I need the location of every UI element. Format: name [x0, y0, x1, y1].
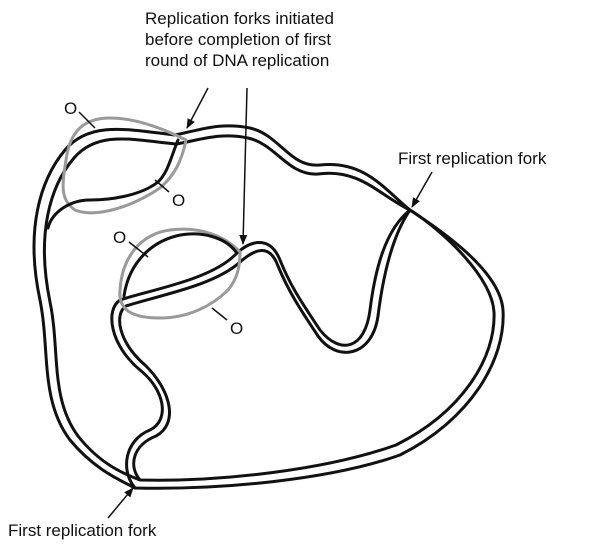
forks-initiated-label: Replication forks initiated before compl…	[145, 8, 334, 71]
first-fork-right-label: First replication fork	[398, 148, 546, 169]
origin-label-4: O	[230, 318, 243, 339]
outer-strand-a	[112, 210, 503, 488]
forks-initiated-line-1: Replication forks initiated	[145, 8, 334, 29]
origin-label-3: O	[113, 227, 126, 248]
origin-leader-4	[212, 308, 227, 320]
forks-initiated-line-3: round of DNA replication	[145, 50, 334, 71]
first-fork-bottom-label: First replication fork	[8, 520, 156, 541]
outer-chromosome	[34, 126, 503, 488]
forks-initiated-line-2: before completion of first	[145, 29, 334, 50]
arrow-to-bottom-fork	[108, 488, 133, 518]
outer-strand-b	[120, 210, 494, 480]
origin-label-2: O	[172, 190, 185, 211]
arrow-to-right-fork	[412, 172, 432, 207]
outer-left-loop-a	[34, 126, 410, 488]
arrow-to-upper-fork	[187, 88, 208, 128]
origin-label-1: O	[64, 98, 77, 119]
arrow-to-central-fork	[243, 88, 247, 244]
outer-left-loop-b	[44, 136, 410, 480]
